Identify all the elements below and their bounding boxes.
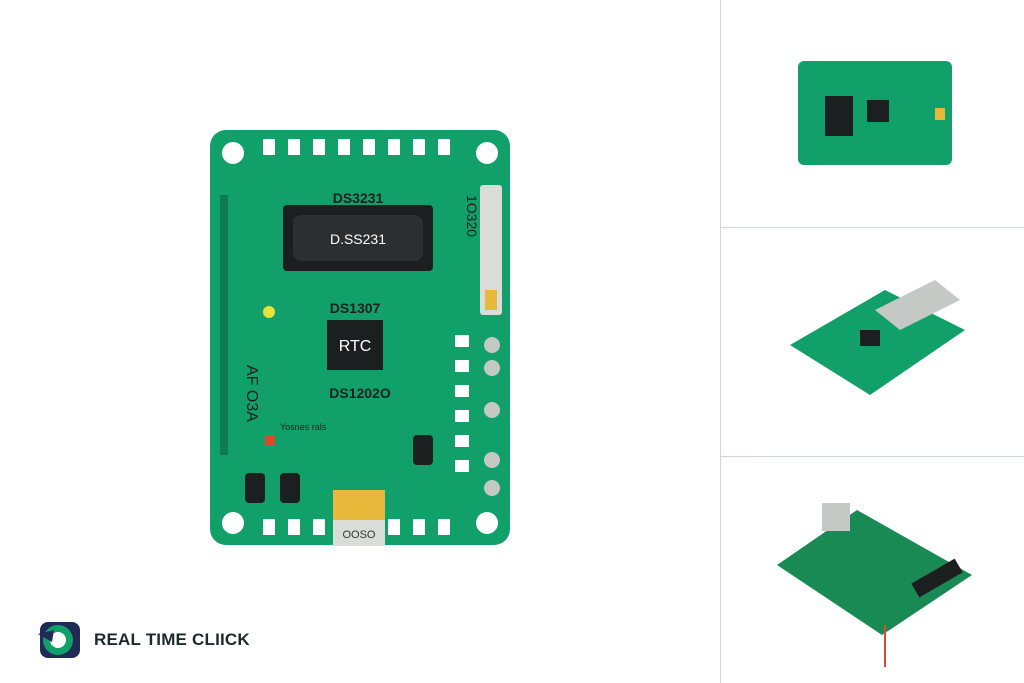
label-ds1202: DS1202O <box>329 385 391 401</box>
label-ds1307: DS1307 <box>330 300 381 316</box>
logo-icon <box>38 622 80 658</box>
connector-label: OOSO <box>342 529 375 541</box>
thumbnail-board-angled[interactable] <box>785 270 970 415</box>
side-label-left: AF O3A <box>243 365 260 422</box>
chip-label: D.SS231 <box>330 231 386 247</box>
thumbnail-board-3d[interactable] <box>772 495 972 675</box>
brand-logo: REAL TIME CLIICK <box>36 622 250 658</box>
label-ds3231: DS3231 <box>333 190 384 206</box>
side-label-right: 1O320 <box>464 195 480 237</box>
divider <box>721 227 1024 228</box>
small-print: Yosnes rals <box>280 422 327 432</box>
rtc-chip-label: RTC <box>339 338 372 355</box>
thumbnail-board-top[interactable] <box>795 58 955 173</box>
divider <box>720 0 721 683</box>
main-board-image: DS3231 D.SS231 DS1307 RTC DS1202O AF O3A… <box>205 125 515 550</box>
divider <box>721 456 1024 457</box>
brand-name: REAL TIME CLIICK <box>94 630 250 649</box>
